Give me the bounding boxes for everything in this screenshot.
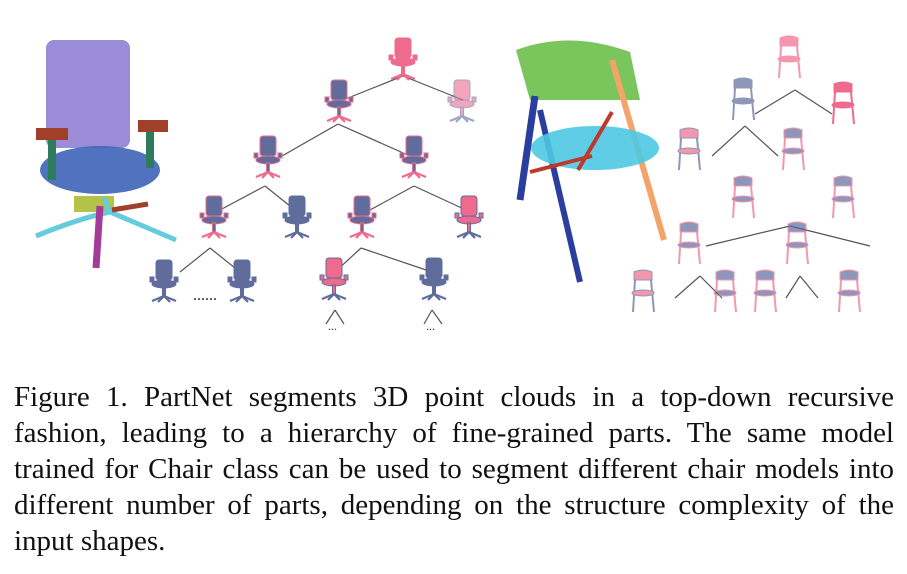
folding-node — [837, 269, 861, 313]
hierarchy-node — [198, 194, 230, 240]
hierarchy-ellipsis: ... — [328, 319, 337, 333]
office-chair-hierarchy-tree — [179, 75, 467, 325]
folding-node — [753, 269, 777, 313]
hierarchy-ellipsis: ... — [426, 319, 435, 333]
hierarchy-node — [446, 78, 478, 124]
hierarchy-node — [453, 194, 485, 240]
hierarchy-node-root — [387, 36, 419, 82]
hierarchy-node — [148, 258, 180, 304]
folding-node — [831, 175, 855, 219]
folding-node — [677, 127, 701, 171]
chair-arm-left-support — [48, 140, 56, 180]
figure-caption: Figure 1. PartNet segments 3D point clou… — [14, 381, 894, 557]
chair-base-right-part — [111, 201, 149, 213]
folding-node — [831, 81, 855, 125]
folding-node — [781, 127, 805, 171]
hierarchy-node — [281, 194, 313, 240]
folding-node — [713, 269, 737, 313]
folding-node — [785, 221, 809, 265]
chair-base-part — [35, 197, 177, 243]
hierarchy-node — [398, 134, 430, 180]
hierarchy-node — [252, 134, 284, 180]
figure-illustration: ...... ... ... — [35, 35, 871, 333]
folding-node — [777, 35, 801, 79]
folding-chair-hierarchy-tree — [674, 89, 871, 299]
hierarchy-ellipsis: ...... — [193, 287, 217, 304]
chair-back-part — [46, 40, 130, 148]
chair-arm-left-part — [36, 128, 68, 140]
folding-back-leg-part — [516, 95, 539, 201]
folding-seat-part — [531, 126, 659, 170]
folding-node — [731, 175, 755, 219]
chair-pole-part — [92, 205, 104, 269]
folding-chair-point-cloud — [516, 40, 667, 283]
folding-node — [677, 221, 701, 265]
chair-seat-part — [40, 146, 160, 194]
folding-node — [731, 77, 755, 121]
hierarchy-node — [346, 194, 378, 240]
folding-cross-part — [529, 110, 614, 174]
folding-node — [631, 269, 655, 313]
office-chair-point-cloud — [35, 40, 177, 269]
hierarchy-node — [323, 78, 355, 124]
chair-arm-right-support — [146, 132, 154, 168]
hierarchy-node — [418, 256, 450, 302]
chair-arm-right-part — [138, 120, 168, 132]
folding-top-part — [516, 40, 640, 100]
